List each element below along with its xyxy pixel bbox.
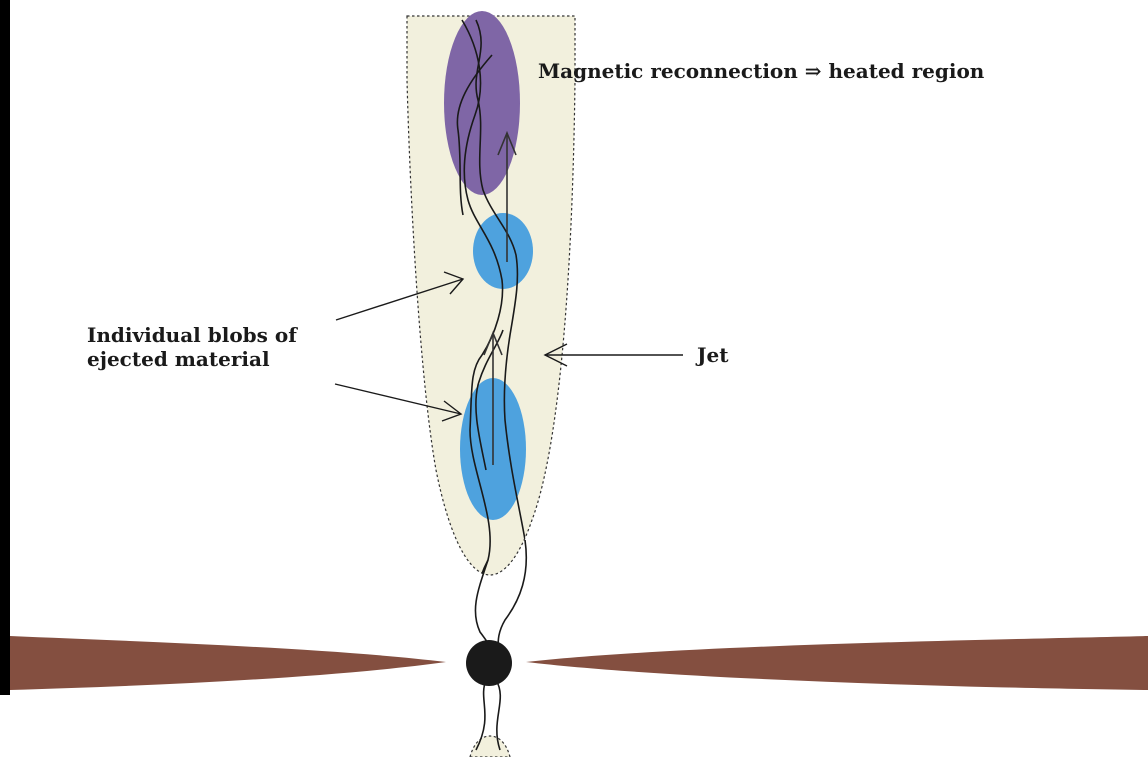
disk-left xyxy=(10,636,446,690)
central-object xyxy=(466,640,512,686)
blobs-label-line2: ejected material xyxy=(87,347,270,371)
blobs-label-line1: Individual blobs of xyxy=(87,323,298,347)
disk-right xyxy=(526,636,1148,690)
left-edge-bar xyxy=(0,0,10,695)
jet-label: Jet xyxy=(695,343,729,367)
reconnection-label: Magnetic reconnection ⇒ heated region xyxy=(538,59,985,83)
heated-region xyxy=(444,11,520,195)
blob-upper xyxy=(473,213,533,289)
counter-jet-tip xyxy=(470,736,510,757)
